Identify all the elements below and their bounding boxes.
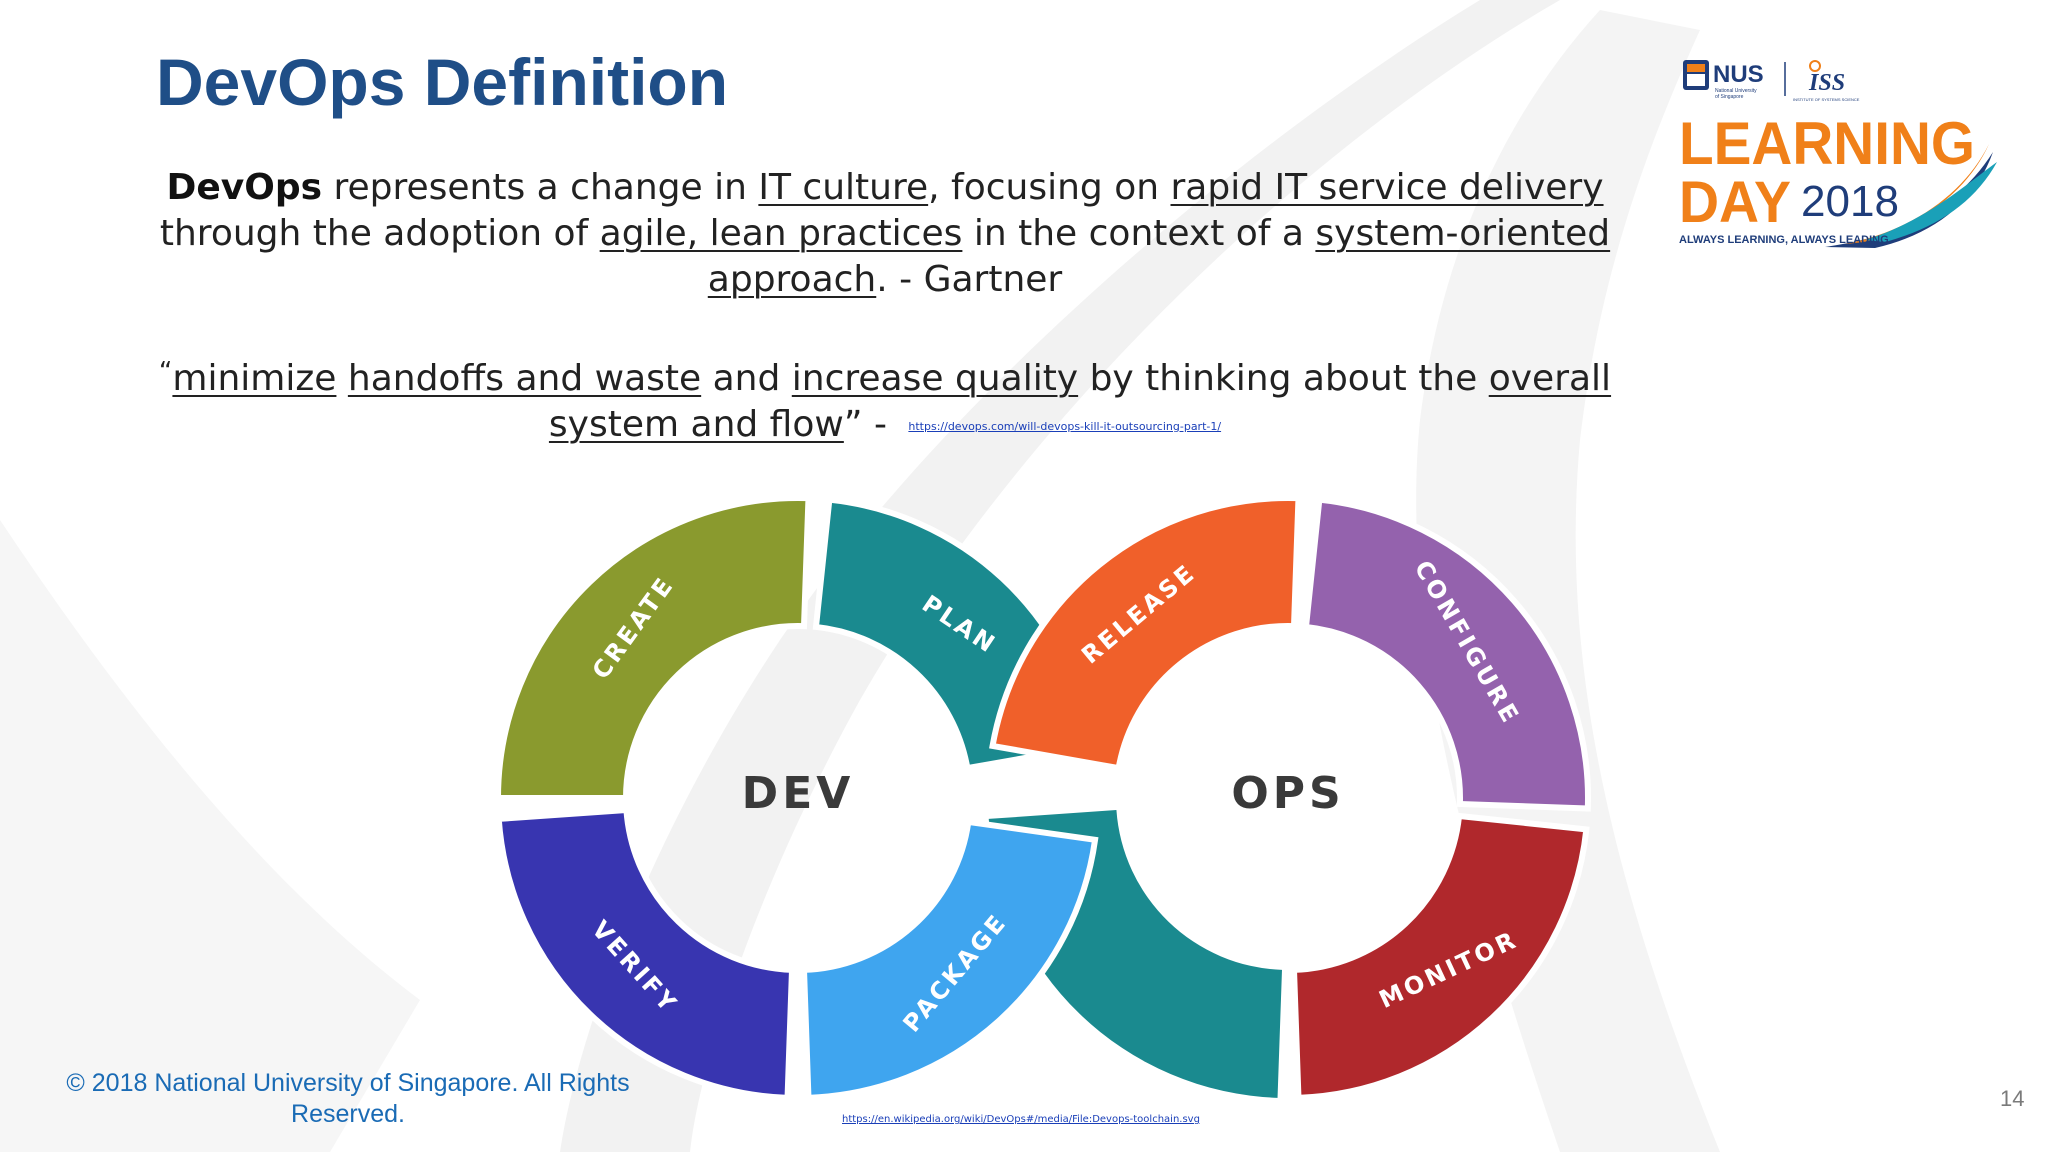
- quote-term-system-flow: overall system and flow: [548, 358, 1612, 445]
- devops-definition: DevOps represents a change in IT culture…: [130, 165, 1640, 303]
- quote-term-minimize: minimize: [172, 358, 337, 399]
- slide-title: DevOps Definition: [156, 45, 729, 119]
- quote-term-handoffs: handoffs and waste: [347, 358, 702, 399]
- segment-configure: [1302, 496, 1591, 812]
- nus-logo-text: NUS: [1713, 61, 1764, 88]
- quote-term-quality: increase quality: [791, 358, 1079, 399]
- term-it-culture: IT culture: [758, 167, 929, 208]
- definition-text-4: in the context of a: [962, 213, 1316, 254]
- learning-text: LEARNING: [1679, 110, 1975, 177]
- iss-subtitle: INSTITUTE OF SYSTEMS SCIENCE: [1793, 97, 1860, 102]
- definition-text-2: , focusing on: [928, 167, 1171, 208]
- day-text: DAY: [1679, 170, 1791, 235]
- quote-open-mark: “: [158, 357, 173, 387]
- devops-quote: “minimize handoffs and waste and increas…: [130, 349, 1640, 450]
- year-text: 2018: [1801, 177, 1899, 226]
- quote-text-1: and: [701, 358, 792, 399]
- iss-swirl-icon: [1809, 60, 1821, 72]
- learning-day-logo: NUS National University of Singapore ISS…: [1679, 60, 1997, 248]
- quote-source-link[interactable]: https://devops.com/will-devops-kill-it-o…: [908, 420, 1222, 433]
- segment-verify: [495, 806, 796, 1101]
- segment-create: [494, 495, 812, 801]
- quote-close-mark: ”: [843, 404, 863, 445]
- iss-logo-text: ISS: [1808, 70, 1845, 96]
- segment-package: [800, 818, 1099, 1101]
- definition-text-1: represents a change in: [322, 167, 759, 208]
- quote-dash: -: [862, 404, 899, 445]
- term-agile-lean: agile, lean practices: [599, 213, 963, 254]
- logo-tagline: ALWAYS LEARNING, ALWAYS LEADING: [1679, 234, 1889, 246]
- page-number: 14: [2000, 1086, 2025, 1111]
- definition-subject: DevOps: [166, 167, 323, 208]
- dev-center-label: DEV: [742, 768, 855, 819]
- segment-release: [989, 495, 1302, 772]
- image-credit-link[interactable]: https://en.wikipedia.org/wiki/DevOps#/me…: [842, 1114, 1200, 1125]
- ops-center-label: OPS: [1231, 768, 1344, 819]
- term-rapid-delivery: rapid IT service delivery: [1170, 167, 1604, 208]
- copyright-notice: © 2018 National University of Singapore.…: [66, 1069, 630, 1128]
- nus-subtitle-2: of Singapore: [1715, 94, 1744, 100]
- term-system-oriented: system-oriented approach: [707, 213, 1611, 300]
- definition-text-3: through the adoption of: [159, 213, 600, 254]
- quote-text-2: by thinking about the: [1078, 358, 1489, 399]
- nus-subtitle-1: National University: [1715, 88, 1757, 94]
- definition-attribution: . - Gartner: [876, 259, 1063, 300]
- segment-monitor: [1290, 812, 1590, 1101]
